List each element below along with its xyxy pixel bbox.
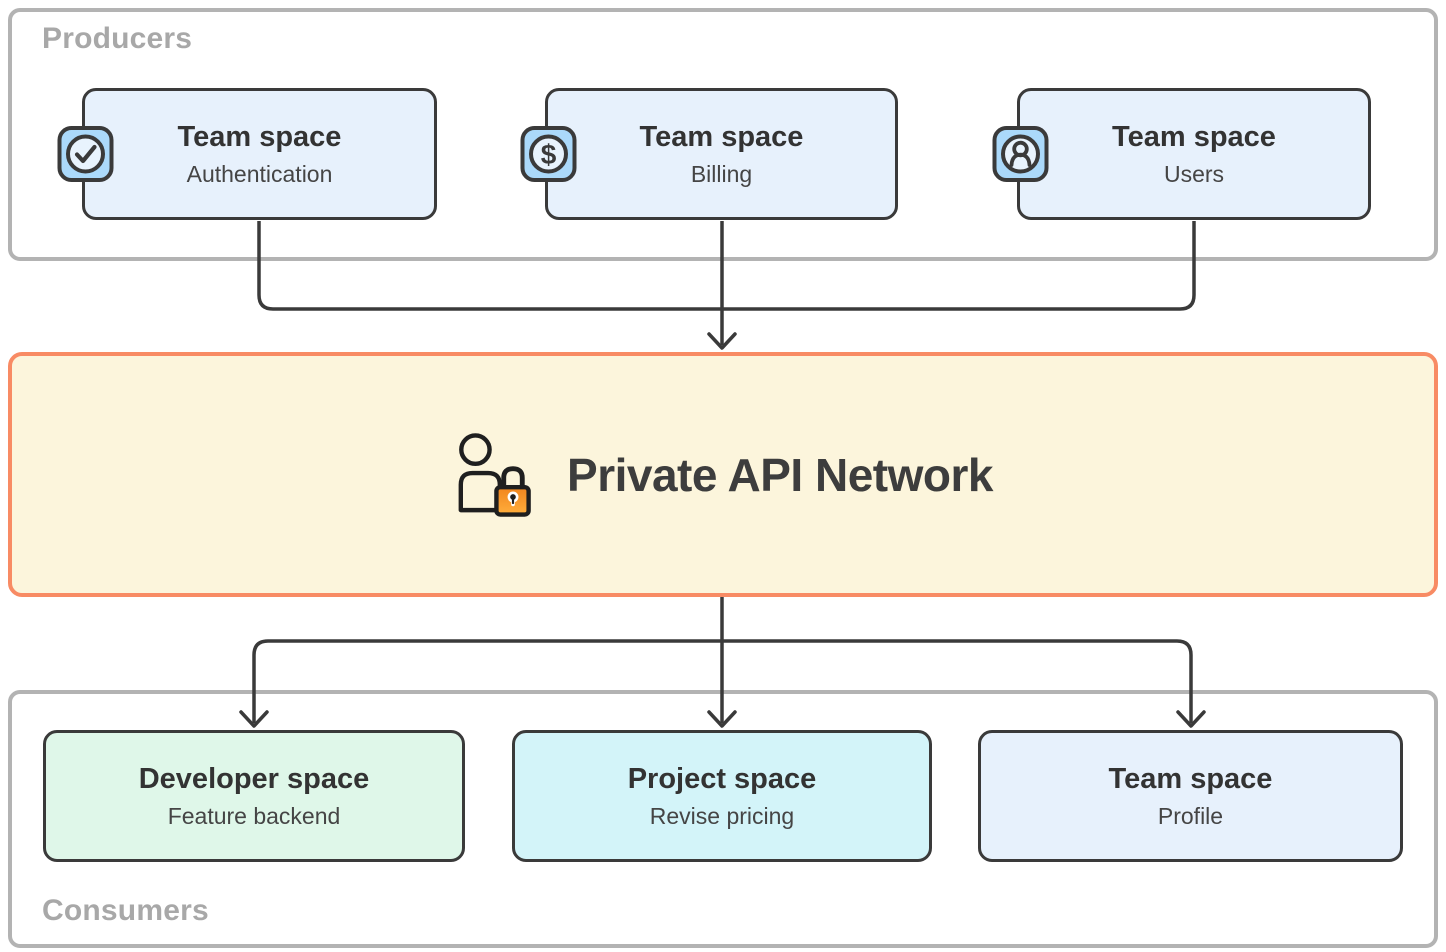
card-subtitle: Profile (1157, 802, 1224, 829)
network-title: Private API Network (567, 448, 993, 501)
developer-space-card: Developer space Feature backend (43, 730, 465, 862)
card-title: Project space (627, 762, 817, 795)
dollar-circle-icon: $ (520, 126, 577, 182)
private-api-network-box: Private API Network (8, 352, 1438, 597)
card-subtitle: Feature backend (167, 802, 341, 829)
consumers-label: Consumers (42, 894, 209, 927)
card-subtitle: Users (1163, 160, 1225, 187)
card-title: Developer space (138, 762, 370, 795)
producers-label: Producers (42, 22, 193, 55)
card-subtitle: Authentication (186, 160, 333, 187)
project-space-card: Project space Revise pricing (512, 730, 932, 862)
bottom-bus-line (252, 639, 1193, 723)
svg-text:$: $ (541, 139, 557, 170)
top-bus-line (257, 221, 1196, 311)
card-title: Team space (1112, 120, 1276, 153)
team-space-authentication-card: Team space Authentication (57, 88, 437, 220)
card-title: Team space (177, 120, 342, 153)
card-subtitle: Billing (690, 160, 753, 187)
bottom-right-arrowhead-icon (1176, 710, 1206, 728)
team-space-billing-card: $ Team space Billing (520, 88, 898, 220)
team-space-profile-card: Team space Profile (978, 730, 1403, 862)
team-space-users-card: Team space Users (992, 88, 1371, 220)
check-circle-icon (57, 126, 114, 182)
user-lock-icon (458, 432, 531, 517)
card-subtitle: Revise pricing (649, 802, 795, 829)
card-title: Team space (639, 120, 804, 153)
user-circle-icon (992, 126, 1049, 182)
bottom-left-arrowhead-icon (239, 710, 269, 728)
bottom-middle-arrowhead-icon (707, 710, 737, 728)
card-title: Team space (1108, 762, 1273, 795)
top-arrowhead-icon (707, 332, 737, 350)
